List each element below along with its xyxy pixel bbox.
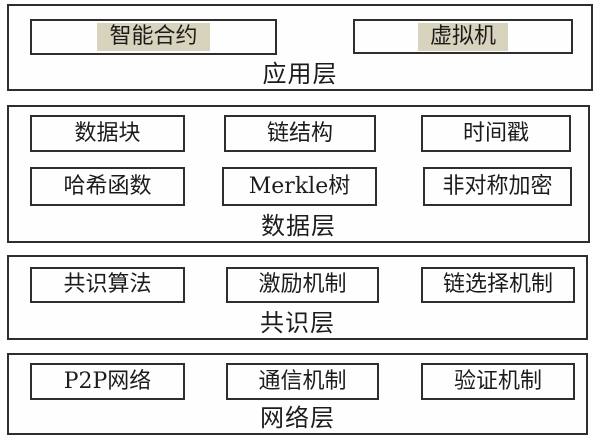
timestamp-label: 时间戳	[462, 120, 529, 146]
asymmetric-encryption-label: 非对称加密	[442, 173, 553, 199]
diagram-box-timestamp: 时间戳	[421, 115, 571, 152]
verification-mechanism-label: 验证机制	[453, 368, 542, 394]
diagram-box-chain-selection-mechanism: 链选择机制	[421, 267, 575, 303]
diagram-box-virtual-machine: 虚拟机	[353, 19, 573, 54]
diagram-box-hash-function: 哈希函数	[30, 167, 185, 206]
diagram-box-verification-mechanism: 验证机制	[421, 363, 575, 400]
virtual-machine-label: 虚拟机	[417, 22, 508, 51]
diagram-box-incentive-mechanism: 激励机制	[226, 267, 379, 303]
layer-label-consensus: 共识层	[260, 308, 335, 337]
layer-network: P2P网络 通信机制 验证机制 网络层	[7, 353, 588, 435]
layer-label-application: 应用层	[262, 59, 338, 88]
data-block-label: 数据块	[74, 120, 141, 146]
p2p-network-label: P2P网络	[63, 368, 152, 394]
hash-function-label: 哈希函数	[63, 173, 152, 199]
layer-label-network: 网络层	[260, 403, 335, 432]
consensus-algorithm-label: 共识算法	[63, 272, 152, 297]
layer-label-data: 数据层	[261, 211, 336, 240]
chain-structure-label: 链结构	[266, 120, 333, 146]
incentive-mechanism-label: 激励机制	[258, 272, 347, 297]
diagram-box-data-block: 数据块	[30, 115, 185, 152]
diagram-box-chain-structure: 链结构	[224, 115, 376, 152]
layer-application: 智能合约 虚拟机 应用层	[7, 4, 593, 91]
diagram-box-asymmetric-encryption: 非对称加密	[423, 167, 572, 206]
merkle-tree-label: Merkle树	[248, 173, 351, 199]
communication-mechanism-label: 通信机制	[258, 368, 347, 394]
diagram-box-merkle-tree: Merkle树	[222, 167, 377, 206]
chain-selection-mechanism-label: 链选择机制	[442, 272, 553, 297]
layer-consensus: 共识算法 激励机制 链选择机制 共识层	[7, 255, 588, 340]
diagram-box-consensus-algorithm: 共识算法	[30, 267, 185, 303]
diagram-box-smart-contract: 智能合约	[30, 19, 277, 55]
diagram-box-communication-mechanism: 通信机制	[226, 363, 379, 400]
diagram-box-p2p-network: P2P网络	[30, 363, 185, 400]
smart-contract-label: 智能合约	[97, 23, 210, 51]
layer-data: 数据块 链结构 时间戳 哈希函数 Merkle树 非对称加密 数据层	[7, 105, 590, 243]
